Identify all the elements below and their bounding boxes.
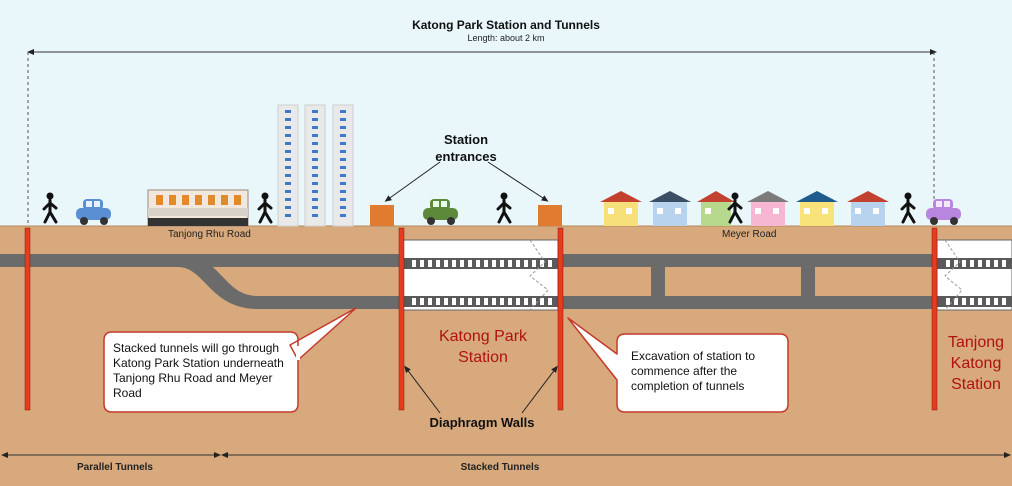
sky bbox=[0, 0, 1012, 226]
tunnel-connector bbox=[801, 267, 815, 296]
highrise-building bbox=[304, 104, 326, 227]
stacked-tunnels-label: Stacked Tunnels bbox=[460, 462, 540, 473]
tunnel-transition-curve bbox=[178, 254, 258, 309]
house bbox=[796, 191, 838, 226]
house bbox=[600, 191, 642, 226]
station-entrances-label: Station entrances bbox=[435, 132, 497, 164]
terrace-houses bbox=[600, 191, 889, 226]
callout-text-stacked: Stacked tunnels will go through Katong P… bbox=[113, 341, 284, 400]
house bbox=[697, 191, 735, 226]
pedestrian bbox=[257, 192, 273, 224]
callout-text-excavation: Excavation of station to commence after … bbox=[631, 349, 756, 393]
diaphragm-wall bbox=[398, 227, 405, 411]
car-blue bbox=[76, 199, 111, 225]
entrance-pointer-right bbox=[487, 161, 549, 202]
lower-tunnel bbox=[258, 296, 1012, 309]
pedestrian bbox=[42, 192, 58, 224]
car-purple bbox=[926, 199, 961, 225]
tanjong-katong-station-box bbox=[936, 239, 1012, 311]
diaphragm-walls-label: Diaphragm Walls bbox=[429, 415, 535, 430]
road-label-tanjong-rhu: Tanjong Rhu Road bbox=[168, 229, 251, 240]
highrise-building bbox=[332, 104, 354, 227]
house bbox=[847, 191, 889, 226]
shophouse-building bbox=[147, 189, 249, 227]
tunnel-connector bbox=[651, 267, 665, 296]
pedestrian bbox=[496, 192, 512, 224]
road-label-meyer: Meyer Road bbox=[722, 229, 777, 240]
car-green bbox=[423, 199, 458, 225]
station-label-katong-park: Katong Park Station bbox=[438, 328, 528, 366]
diaphragm-pointer-left bbox=[404, 365, 441, 414]
callout-bubble-stacked bbox=[103, 307, 357, 413]
parallel-tunnels-label: Parallel Tunnels bbox=[77, 462, 153, 473]
diaphragm-wall bbox=[24, 227, 31, 411]
callout-bubble-excavation bbox=[567, 317, 789, 413]
station-entrance-right bbox=[538, 205, 562, 226]
diagram-subtitle: Length: about 2 km bbox=[467, 33, 545, 43]
diagram-title: Katong Park Station and Tunnels bbox=[412, 18, 600, 32]
katong-park-station-box bbox=[402, 239, 559, 311]
highrise-buildings bbox=[277, 104, 354, 227]
pedestrian bbox=[727, 192, 743, 224]
house bbox=[747, 191, 789, 226]
highrise-building bbox=[277, 104, 299, 227]
station-label-tanjong-katong: Tanjong Katong Station bbox=[947, 334, 1005, 393]
house bbox=[649, 191, 691, 226]
diaphragm-wall bbox=[931, 227, 938, 411]
diaphragm-pointer-right bbox=[521, 365, 558, 414]
pedestrian bbox=[900, 192, 916, 224]
diaphragm-wall bbox=[557, 227, 564, 411]
station-entrance-left bbox=[370, 205, 394, 226]
entrance-pointer-left bbox=[384, 161, 441, 202]
